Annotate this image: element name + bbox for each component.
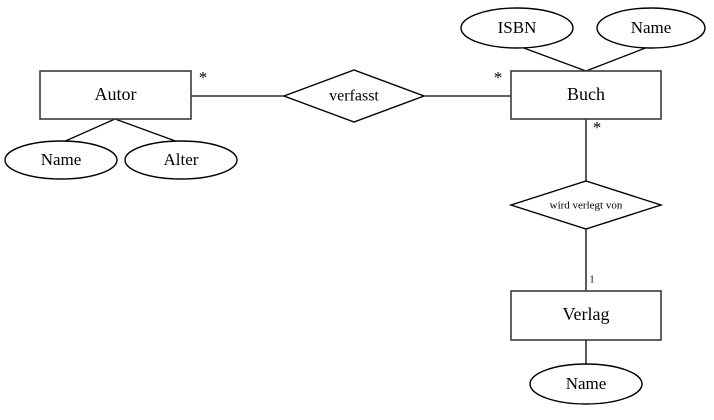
attribute-buch-isbn-label: ISBN [498, 18, 537, 37]
attribute-autor-alter[interactable]: Alter [124, 140, 238, 180]
connector-lines [60, 46, 649, 366]
cardinality-autor-verfasst: * [199, 68, 208, 87]
attribute-autor-name-ellipse[interactable] [4, 140, 118, 180]
cardinality-buch-wird-verlegt-von: * [593, 118, 602, 137]
cardinality-wird-verlegt-von-verlag: 1 [590, 274, 595, 285]
attribute-autor-name-label: Name [41, 150, 82, 169]
attribute-buch-name[interactable]: Name [596, 7, 706, 49]
attribute-buch-isbn-ellipse[interactable] [460, 7, 574, 49]
connector-buch-name [585, 46, 649, 72]
relationship-wird-verlegt-von-diamond[interactable] [508, 180, 664, 230]
entity-buch-label: Buch [567, 84, 605, 104]
entity-verlag[interactable]: Verlag [510, 290, 662, 341]
attribute-buch-name-ellipse[interactable] [596, 7, 706, 49]
connector-autor-name [60, 118, 116, 144]
entity-buch[interactable]: Buch [510, 70, 662, 120]
entity-autor[interactable]: Autor [39, 70, 192, 120]
attribute-autor-name[interactable]: Name [4, 140, 118, 180]
relationship-verfasst-label: verfasst [329, 88, 379, 105]
attribute-verlag-name-label: Name [566, 374, 607, 393]
connector-autor-alter [114, 118, 182, 144]
attribute-verlag-name-ellipse[interactable] [529, 363, 643, 405]
entity-verlag-box[interactable] [510, 290, 662, 341]
entity-buch-box[interactable] [510, 70, 662, 120]
connector-buch-isbn [520, 46, 587, 72]
relationship-wird-verlegt-von-label: wird verlegt von [550, 200, 623, 212]
attribute-buch-isbn[interactable]: ISBN [460, 7, 574, 49]
attribute-autor-alter-label: Alter [164, 150, 199, 169]
relationship-wird-verlegt-von[interactable]: wird verlegt von [508, 180, 664, 230]
attribute-autor-alter-ellipse[interactable] [124, 140, 238, 180]
attribute-buch-name-label: Name [631, 18, 672, 37]
cardinality-verfasst-buch: * [494, 68, 503, 87]
entity-verlag-label: Verlag [563, 304, 610, 324]
relationship-verfasst-diamond[interactable] [281, 69, 427, 123]
attribute-verlag-name[interactable]: Name [529, 363, 643, 405]
entity-autor-label: Autor [95, 84, 137, 104]
entity-autor-box[interactable] [39, 70, 192, 120]
cardinality-marks: * * * 1 [199, 68, 602, 285]
relationship-verfasst[interactable]: verfasst [281, 69, 427, 123]
